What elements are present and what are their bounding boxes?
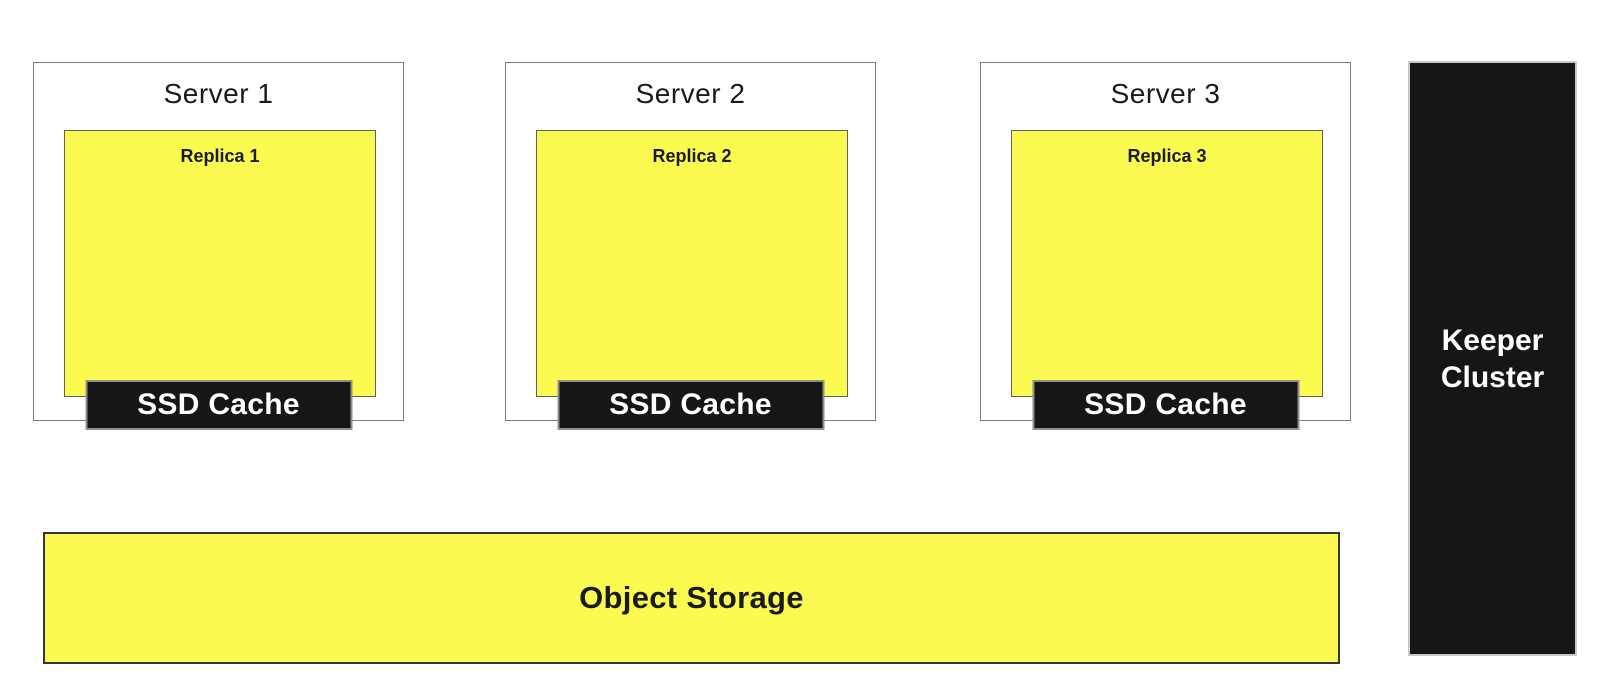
keeper-cluster-box: Keeper Cluster bbox=[1408, 61, 1577, 656]
object-storage-box: Object Storage bbox=[43, 532, 1340, 664]
replica-box: Replica 3 bbox=[1011, 130, 1323, 397]
server-title: Server 3 bbox=[1110, 78, 1221, 109]
replica-label: Replica 2 bbox=[652, 146, 732, 166]
ssd-cache-label: SSD Cache bbox=[609, 388, 772, 421]
server-box-3: Server 3 Replica 3 SSD Cache bbox=[980, 62, 1351, 430]
server-box-2: Server 2 Replica 2 SSD Cache bbox=[505, 62, 876, 430]
replica-box: Replica 1 bbox=[64, 130, 376, 397]
replica-label: Replica 1 bbox=[180, 146, 260, 166]
ssd-cache-label: SSD Cache bbox=[1084, 388, 1247, 421]
replica-label: Replica 3 bbox=[1127, 146, 1207, 166]
replica-box: Replica 2 bbox=[536, 130, 848, 397]
keeper-cluster-label: Keeper Cluster bbox=[1441, 322, 1544, 396]
object-storage-label: Object Storage bbox=[579, 580, 804, 615]
server-title: Server 2 bbox=[635, 78, 746, 109]
ssd-cache-box: SSD Cache bbox=[557, 380, 824, 430]
server-title: Server 1 bbox=[163, 78, 274, 109]
keeper-cluster-line1: Keeper bbox=[1441, 323, 1544, 357]
server-box-1: Server 1 Replica 1 SSD Cache bbox=[33, 62, 404, 430]
ssd-cache-box: SSD Cache bbox=[1032, 380, 1299, 430]
ssd-cache-label: SSD Cache bbox=[137, 388, 300, 421]
ssd-cache-box: SSD Cache bbox=[85, 380, 352, 430]
keeper-cluster-line2: Cluster bbox=[1440, 360, 1545, 394]
